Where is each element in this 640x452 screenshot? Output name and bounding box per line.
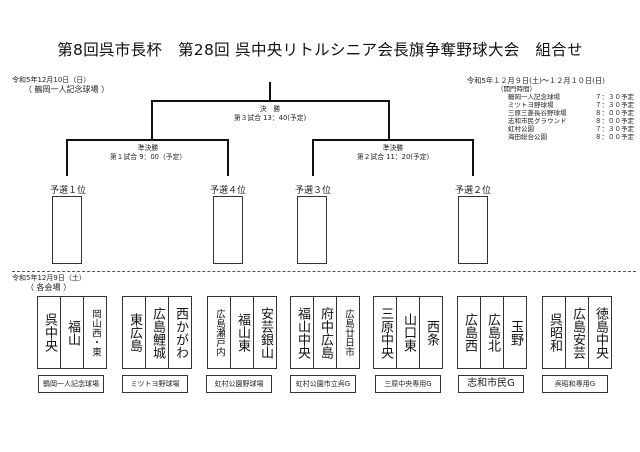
semi1-right-drop bbox=[227, 139, 229, 176]
group-box: 東広島 広島鯉城 西かがわ bbox=[122, 296, 192, 369]
group-venue: 三原中央専用G bbox=[375, 375, 441, 393]
page-title: 第8回呉市長杯 第28回 呉中央リトルシニア会長旗争奪野球大会 組合せ bbox=[57, 41, 583, 59]
team-name: 呉昭和 bbox=[547, 313, 562, 352]
team-name: 広島瀬戸内 bbox=[214, 308, 225, 357]
team-name: 広島北 bbox=[480, 297, 503, 368]
seed-slot bbox=[52, 196, 82, 264]
team-name: 広島鯉城 bbox=[145, 297, 168, 368]
schedule-subheading: （開門時間） bbox=[497, 85, 536, 93]
semi2-info: 第２試合 11：20(予定) bbox=[356, 153, 430, 161]
final-label: 決 勝 bbox=[259, 105, 281, 113]
team-name: 徳島中央 bbox=[588, 297, 611, 368]
schedule-row: 志和市民グラウンド ８：００予定 bbox=[508, 117, 634, 126]
team-name: 岡山西・東 bbox=[83, 297, 106, 368]
final-date: 令和5年12月10日（日） bbox=[12, 76, 91, 84]
prelim-venue: （ 各会場 ） bbox=[26, 283, 72, 292]
group-box: 三原中央 山口東 西条 bbox=[373, 296, 443, 369]
schedule-time: ８：００予定 bbox=[595, 109, 634, 117]
seed-label: 予選１位 bbox=[50, 186, 87, 196]
final-right-drop bbox=[388, 100, 390, 140]
seed-slot bbox=[458, 196, 488, 264]
group-box: 広島西 広島北 玉野 bbox=[457, 296, 527, 369]
group-box: 広島瀬戸内 福山東 安芸銀山 bbox=[207, 296, 277, 369]
semi1-label: 準決勝 bbox=[137, 144, 159, 152]
team-name: 東広島 bbox=[127, 313, 142, 352]
group-venue: 虹村公園野球場 bbox=[206, 375, 272, 393]
schedule-row: 三原三菱長谷野球場 ８：００予定 bbox=[508, 109, 634, 118]
section-divider bbox=[12, 271, 636, 272]
team-name: 府中広島 bbox=[313, 297, 336, 368]
semi2-label: 準決勝 bbox=[382, 144, 404, 152]
semi1-bar bbox=[66, 139, 229, 141]
team-name: 玉野 bbox=[503, 297, 526, 368]
team-name: 安芸銀山 bbox=[253, 297, 276, 368]
schedule-row: 鶴岡一人記念球場 ７：３０予定 bbox=[508, 93, 634, 102]
schedule-time: ７：３０予定 bbox=[595, 125, 634, 133]
schedule-heading: 令和5年１２月９日(土)～１２月１０日(日) bbox=[467, 76, 605, 85]
team-name: 広島安芸 bbox=[565, 297, 588, 368]
final-left-drop bbox=[151, 100, 153, 140]
semi2-bar bbox=[312, 139, 474, 141]
final-stem bbox=[269, 82, 271, 101]
team-name: 福山中央 bbox=[295, 306, 310, 359]
schedule-row: 海田総合公園 ８：００予定 bbox=[508, 133, 634, 142]
schedule-venue: 鶴岡一人記念球場 bbox=[508, 93, 560, 101]
schedule-venue: 志和市民グラウンド bbox=[508, 117, 567, 125]
prelim-date: 令和5年12月9日（土） bbox=[12, 274, 86, 282]
seed-label: 予選４位 bbox=[210, 186, 247, 196]
final-info: 第３試合 13：40(予定) bbox=[233, 114, 307, 122]
team-name: 広島廿日市 bbox=[336, 297, 359, 368]
group-venue: 虹村公園市立呉G bbox=[290, 375, 356, 393]
seed-slot bbox=[213, 196, 243, 264]
team-name: 福山 bbox=[60, 297, 83, 368]
schedule-time: ７：３０予定 bbox=[595, 93, 634, 101]
team-name: 三原中央 bbox=[378, 306, 393, 359]
final-venue: （ 鶴岡一人記念球場 ） bbox=[24, 85, 110, 94]
group-box: 呉昭和 広島安芸 徳島中央 bbox=[542, 296, 612, 369]
final-bar bbox=[151, 100, 390, 102]
schedule-venue: 海田総合公園 bbox=[508, 133, 547, 141]
schedule-time: ８：００予定 bbox=[595, 133, 634, 141]
team-name: 呉中央 bbox=[42, 313, 57, 352]
semi2-left-drop bbox=[312, 139, 314, 176]
semi2-right-drop bbox=[472, 139, 474, 176]
schedule-time: ７：３０予定 bbox=[595, 101, 634, 109]
schedule-venue: 三原三菱長谷野球場 bbox=[508, 109, 567, 117]
group-venue: 呉昭和専用G bbox=[542, 375, 608, 393]
seed-slot bbox=[297, 196, 327, 264]
team-name: 広島西 bbox=[462, 313, 477, 352]
team-name: 山口東 bbox=[396, 297, 419, 368]
semi1-left-drop bbox=[66, 139, 68, 176]
schedule-row: ミツトヨ野球場 ７：３０予定 bbox=[508, 101, 634, 110]
schedule-venue: 虹村公園 bbox=[508, 125, 534, 133]
semi1-info: 第１試合 9：00（予定） bbox=[109, 153, 187, 161]
schedule-time: ８：００予定 bbox=[595, 117, 634, 125]
schedule-venue: ミツトヨ野球場 bbox=[508, 101, 554, 109]
group-box: 福山中央 府中広島 広島廿日市 bbox=[290, 296, 360, 369]
group-venue: 志和市民G bbox=[458, 375, 524, 393]
schedule-row: 虹村公園 ７：３０予定 bbox=[508, 125, 634, 134]
group-box: 呉中央 福山 岡山西・東 bbox=[37, 296, 107, 369]
team-name: 西条 bbox=[419, 297, 442, 368]
group-venue: ミツトヨ野球場 bbox=[122, 375, 188, 393]
group-venue: 鶴岡一人記念球場 bbox=[38, 375, 104, 393]
team-name: 西かがわ bbox=[168, 297, 191, 368]
seed-label: 予選２位 bbox=[455, 186, 492, 196]
seed-label: 予選３位 bbox=[295, 186, 332, 196]
team-name: 福山東 bbox=[230, 297, 253, 368]
